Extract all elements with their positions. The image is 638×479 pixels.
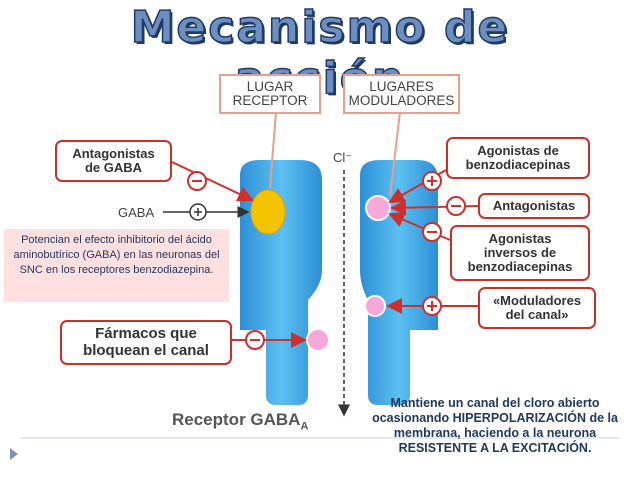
channel-modulators-box: «Moduladores del canal»: [478, 287, 596, 329]
receptor-site-connector: [269, 111, 277, 189]
modulator-site-connector: [389, 111, 401, 197]
chloride-ion-label: Cl⁻: [333, 150, 353, 165]
gaba-antagonists-box: Antagonistas de GABA: [55, 140, 172, 182]
inverse-agonists-box: Agonistas inversos de benzodiacepinas: [450, 225, 590, 281]
bzd-agonists-box: Agonistas de benzodiacepinas: [446, 137, 590, 179]
gaba-antagonist-arrow: [171, 161, 254, 202]
receptor-gaba-label: Receptor GABAA: [172, 410, 308, 432]
gaba-label: GABA: [118, 205, 155, 220]
modulator-sites-label: LUGARES MODULADORES: [343, 74, 460, 114]
receptor-site-label: LUGAR RECEPTOR: [219, 74, 321, 114]
left-note: Potencian el efecto inhibitorio del ácid…: [4, 229, 229, 302]
right-note: Mantiene un canal del cloro abierto ocas…: [372, 396, 618, 455]
receptor-gaba-text: Receptor GABA: [172, 410, 301, 429]
channel-blockers-box: Fármacos que bloquean el canal: [60, 320, 232, 365]
channel-blocker-site: [306, 328, 330, 352]
gaba-binding-site: [250, 189, 286, 235]
bzd-binding-site: [365, 195, 391, 221]
channel-modulator-site: [364, 295, 386, 317]
bullet-icon: [10, 448, 18, 460]
receptor-left-subunit: [240, 160, 322, 405]
antagonists-box: Antagonistas: [478, 193, 590, 219]
receptor-gaba-subscript: A: [300, 420, 309, 433]
receptor-right-subunit: [360, 160, 438, 405]
